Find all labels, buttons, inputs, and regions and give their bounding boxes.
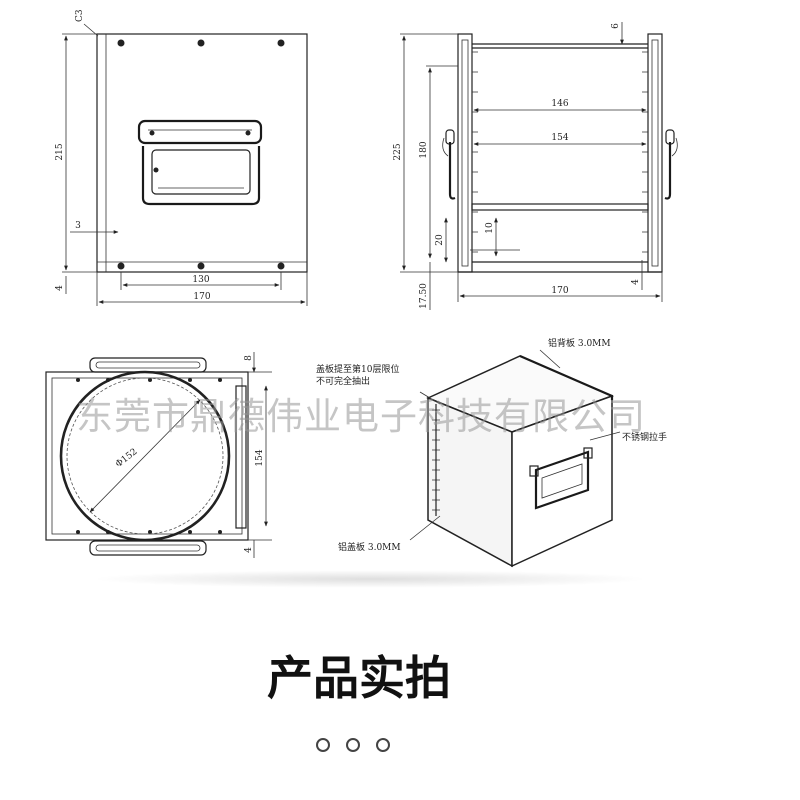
carousel-dot[interactable] bbox=[346, 738, 360, 752]
front-panel bbox=[96, 33, 308, 273]
front-chamfer-label: C3 bbox=[75, 9, 85, 22]
front-offset-dim: 3 bbox=[75, 221, 81, 231]
side-slot-dim: 10 bbox=[485, 222, 495, 234]
section-title: 产品实拍 bbox=[267, 651, 451, 705]
side-bottom-offset-dim: 17.50 bbox=[419, 283, 429, 309]
side-inner-width-dim: 146 bbox=[551, 99, 568, 109]
screw-hole bbox=[197, 39, 205, 47]
top-view-handle-bottom bbox=[89, 540, 207, 556]
iso-handle-label: 不锈钢拉手 bbox=[622, 431, 667, 443]
front-handle bbox=[137, 119, 263, 206]
screw-hole bbox=[117, 262, 125, 270]
carousel-dot[interactable] bbox=[316, 738, 330, 752]
iso-back-plate-label: 铝背板 3.0MM bbox=[548, 337, 611, 349]
top-view-bottom-dim: 4 bbox=[244, 547, 254, 553]
screw-hole bbox=[117, 39, 125, 47]
watermark: 东莞市鼎德伟业电子科技有限公司 bbox=[76, 395, 646, 438]
top-view-diameter-dim: Φ152 bbox=[114, 447, 140, 470]
iso-cover-note-line1: 盖板提至第10层限位 bbox=[316, 363, 399, 375]
divider-shadow bbox=[90, 570, 650, 588]
iso-cover-note-line2: 不可完全抽出 bbox=[316, 375, 370, 387]
side-handle-right bbox=[664, 129, 678, 200]
front-inner-width-dim: 130 bbox=[192, 275, 209, 285]
top-view-handle-top bbox=[89, 357, 207, 373]
front-view: C3 215 3 4 130 170 bbox=[55, 9, 308, 306]
iso-right-face bbox=[511, 394, 613, 568]
carousel-dot[interactable] bbox=[376, 738, 390, 752]
side-slot-pitch-dim: 20 bbox=[435, 234, 445, 246]
side-top-dim: 6 bbox=[611, 23, 621, 29]
side-outer-width-dim: 154 bbox=[551, 133, 568, 143]
top-view-top-dim: 8 bbox=[244, 355, 254, 361]
side-height-dim: 225 bbox=[393, 143, 403, 160]
side-right-rail bbox=[647, 33, 663, 273]
side-view: 6 146 154 225 180 20 10 17.50 4 170 bbox=[393, 22, 678, 310]
side-inner-height-dim: 180 bbox=[419, 141, 429, 158]
iso-handle bbox=[529, 447, 593, 510]
top-view-opening bbox=[59, 370, 231, 542]
front-bottom-dim: 4 bbox=[55, 285, 65, 291]
side-bottom-small-dim: 4 bbox=[631, 279, 641, 285]
iso-view: 铝背板 3.0MM 盖板提至第10层限位 不可完全抽出 不锈钢拉手 铝盖板 3.… bbox=[316, 337, 667, 568]
side-handle-left bbox=[442, 129, 456, 200]
screw-hole bbox=[197, 262, 205, 270]
side-left-rail bbox=[457, 33, 473, 273]
top-view: Φ152 8 154 4 bbox=[45, 352, 272, 558]
iso-cover-plate-label: 铝盖板 3.0MM bbox=[338, 541, 401, 553]
front-height-dim: 215 bbox=[55, 143, 65, 160]
front-width-dim: 170 bbox=[193, 292, 210, 302]
side-width-dim: 170 bbox=[551, 286, 568, 296]
screw-hole bbox=[277, 262, 285, 270]
screw-hole bbox=[277, 39, 285, 47]
top-view-height-dim: 154 bbox=[255, 449, 265, 466]
carousel-dots bbox=[316, 738, 390, 752]
